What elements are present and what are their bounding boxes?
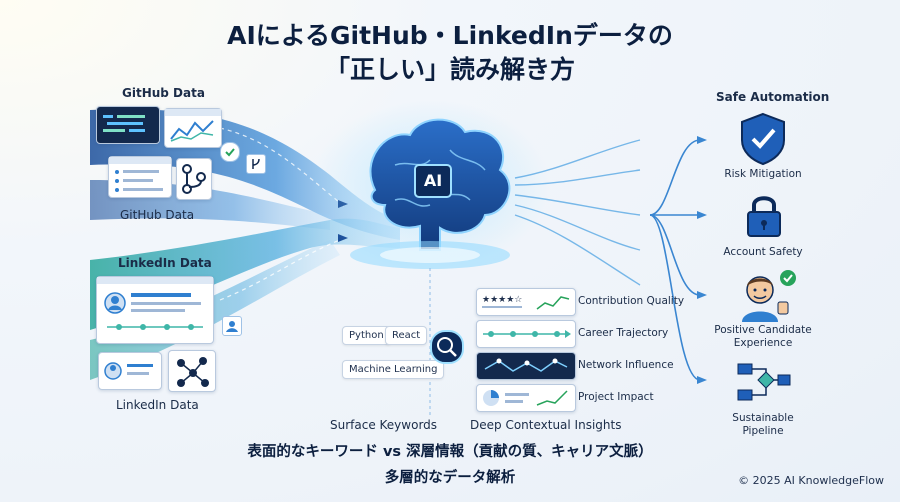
insight-label-career: Career Trajectory (578, 327, 669, 339)
user-icon (104, 362, 153, 380)
shield-icon (741, 112, 785, 166)
flowchart-icon (737, 363, 791, 401)
network-graph-icon (484, 358, 568, 372)
pie-chart-icon (483, 390, 568, 406)
contact-card (98, 352, 162, 390)
list-icon (109, 157, 171, 192)
output-rays (514, 139, 641, 286)
linkedin-header-label: LinkedIn Data (118, 256, 212, 270)
timeline-icon (483, 330, 571, 338)
risk-mitigation-label: Risk Mitigation (724, 168, 802, 180)
check-icon (220, 142, 240, 162)
linkedin-stream-lower (90, 240, 340, 380)
deep-insights-label: Deep Contextual Insights (470, 418, 622, 432)
sustainable-pipeline-label-2: Pipeline (742, 425, 784, 437)
page-title-line2: 「正しい」読み解き方 (324, 55, 575, 84)
network-card (168, 350, 216, 392)
ai-chip-label: AI (414, 164, 452, 198)
git-branch-icon (182, 164, 206, 194)
safe-automation-header: Safe Automation (716, 90, 830, 104)
linkedin-footer-label: LinkedIn Data (116, 398, 199, 412)
insight-label-impact: Project Impact (578, 391, 654, 403)
insight-card-career (476, 320, 576, 348)
keyword-tag-machine-learning: Machine Learning (342, 360, 445, 379)
star-rating-icon: ★★★★☆ (482, 295, 570, 310)
insight-label-network: Network Influence (578, 359, 674, 371)
id-card-icon (222, 316, 242, 336)
candidate-thumbs-up-icon (742, 270, 796, 322)
insight-card-network (476, 352, 576, 380)
insight-card-impact (476, 384, 576, 412)
account-safety-label: Account Safety (723, 246, 803, 258)
insight-card-contribution: ★★★★☆ (476, 288, 576, 316)
keyword-tag-react: React (385, 326, 428, 345)
keyword-tag-python: Python (342, 326, 391, 345)
lock-icon (747, 196, 781, 237)
magnifier-icon (430, 330, 464, 364)
line-chart-icon (165, 109, 221, 142)
github-footer-label: GitHub Data (120, 208, 195, 222)
chart-card (164, 108, 222, 148)
repo-list-card (108, 156, 172, 198)
git-branch-card (176, 158, 212, 200)
svg-text:★★★★☆: ★★★★☆ (482, 295, 522, 305)
profile-card (96, 276, 214, 344)
candidate-experience-label-1: Positive Candidate (714, 324, 812, 336)
bottom-caption-line2: 多層的なデータ解析 (384, 470, 516, 486)
insight-label-contribution: Contribution Quality (578, 295, 685, 307)
right-connectors (649, 139, 701, 381)
profile-icon (97, 277, 213, 330)
code-icon (103, 115, 145, 132)
surface-keywords-label: Surface Keywords (330, 418, 438, 432)
sustainable-pipeline-label-1: Sustainable (732, 412, 794, 424)
bottom-caption-line1: 表面的なキーワード vs 深層情報（貢献の質、キャリア文脈） (247, 444, 653, 460)
candidate-experience-label-2: Experience (733, 337, 793, 349)
network-icon (177, 357, 209, 387)
merge-icon (246, 154, 266, 174)
copyright-notice: © 2025 AI KnowledgeFlow (738, 474, 884, 487)
code-editor-card (96, 106, 160, 144)
page-title-line1: AIによるGitHub・LinkedInデータの (227, 21, 673, 50)
github-header-label: GitHub Data (122, 86, 205, 100)
